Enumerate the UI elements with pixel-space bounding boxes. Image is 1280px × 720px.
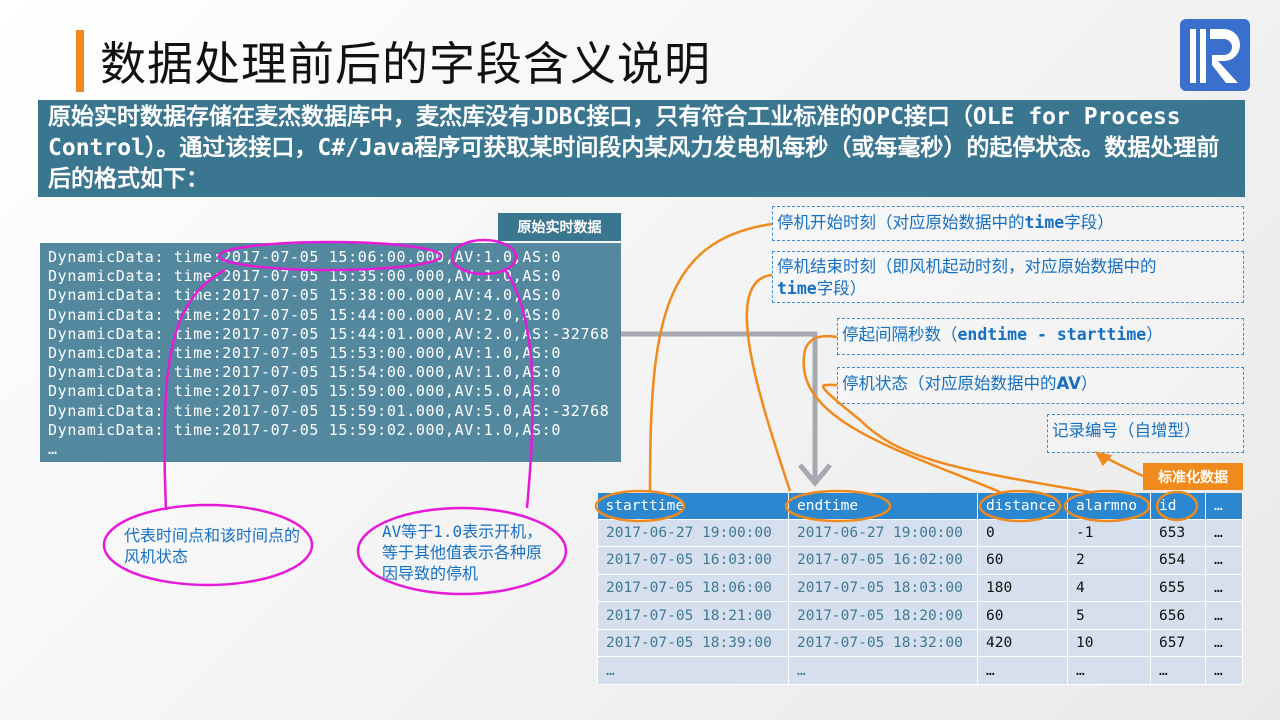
table-cell: …	[977, 656, 1068, 686]
annotation-time-bubble: 代表时间点和该时间点的风机状态	[124, 526, 301, 566]
table-cell: …	[788, 656, 978, 686]
table-cell: 2	[1067, 546, 1151, 575]
standardized-data-label: 标准化数据	[1143, 463, 1243, 490]
bubble-text: AV	[382, 522, 402, 541]
table-cell: 2017-07-05 18:39:00	[597, 628, 789, 658]
table-cell: 2017-06-27 19:00:00	[597, 518, 789, 548]
raw-data-panel: DynamicData: time:2017-07-05 15:06:00.00…	[40, 243, 621, 462]
raw-line: DynamicData: time:2017-07-05 15:53:00.00…	[48, 344, 562, 363]
col-distance: distance	[977, 493, 1068, 519]
table-cell: 420	[977, 628, 1068, 658]
table-cell: …	[1150, 656, 1206, 686]
table-row: ………………	[597, 656, 1243, 686]
table-cell: 2017-07-05 18:20:00	[788, 601, 978, 630]
table-cell: 2017-07-05 18:06:00	[597, 573, 789, 603]
table-cell: 10	[1067, 628, 1151, 658]
page-title: 数据处理前后的字段含义说明	[100, 37, 711, 91]
table-cell: 2017-07-05 18:21:00	[597, 601, 789, 630]
raw-line: DynamicData: time:2017-07-05 15:54:00.00…	[48, 363, 562, 382]
flow-arrow	[621, 331, 832, 487]
col-more: …	[1205, 493, 1243, 519]
raw-line: DynamicData: time:2017-07-05 15:59:01.00…	[48, 401, 610, 420]
bubble-text: 等于	[401, 522, 434, 541]
callout-text: 字段）	[816, 279, 867, 298]
table-cell: 2017-07-05 18:03:00	[788, 573, 978, 603]
col-endtime: endtime	[788, 493, 978, 519]
table-cell: …	[1205, 518, 1243, 548]
table-cell: 654	[1150, 546, 1206, 575]
raw-line: …	[48, 440, 58, 459]
callout-alarmno: 停机状态（对应原始数据中的AV）	[837, 367, 1244, 404]
raw-line: DynamicData: time:2017-07-05 15:44:01.00…	[48, 324, 610, 343]
table-cell: 2017-07-05 16:02:00	[788, 546, 978, 575]
raw-line: DynamicData: time:2017-07-05 15:59:02.00…	[48, 420, 562, 439]
callout-text: 停机开始时刻（对应原始数据中的	[777, 213, 1025, 232]
callout-endtime: 停机结束时刻（即风机起动时刻，对应原始数据中的 time字段）	[772, 251, 1244, 303]
table-cell: …	[1067, 656, 1151, 686]
table-cell: …	[597, 656, 789, 686]
table-header-row: starttime endtime distance alarmno id …	[597, 493, 1243, 519]
callout-code: time	[1024, 213, 1065, 232]
table-cell: 2017-07-05 18:32:00	[788, 628, 978, 658]
bubble-text: 1.0	[433, 522, 463, 541]
col-alarmno: alarmno	[1067, 493, 1151, 519]
standardized-table: starttime endtime distance alarmno id … …	[597, 493, 1243, 686]
table-cell: …	[1205, 546, 1243, 575]
callout-text: ）	[1080, 374, 1098, 393]
callout-code: endtime - starttime	[957, 325, 1147, 344]
table-cell: …	[1205, 628, 1243, 658]
table-cell: …	[1205, 573, 1243, 603]
raw-line: DynamicData: time:2017-07-05 15:35:00.00…	[48, 267, 562, 286]
raw-line: DynamicData: time:2017-07-05 15:44:00.00…	[48, 305, 562, 324]
callout-text: 停机状态（对应原始数据中的	[842, 374, 1057, 393]
table-cell: 60	[977, 546, 1068, 575]
col-id: id	[1150, 493, 1206, 519]
table-cell: …	[1205, 601, 1243, 630]
callout-id: 记录编号（自增型）	[1047, 414, 1244, 453]
table-cell: 60	[977, 601, 1068, 630]
table-cell: 655	[1150, 573, 1206, 603]
callout-text: 停机结束时刻（即风机起动时刻，对应原始数据中的	[777, 257, 1157, 276]
table-cell: 4	[1067, 573, 1151, 603]
table-cell: …	[1205, 656, 1243, 686]
callout-distance: 停起间隔秒数（endtime - starttime）	[837, 318, 1244, 355]
table-cell: 5	[1067, 601, 1151, 630]
table-cell: 2017-06-27 19:00:00	[788, 518, 978, 548]
table-cell: 180	[977, 573, 1068, 603]
callout-starttime: 停机开始时刻（对应原始数据中的time字段）	[772, 206, 1244, 241]
raw-line: DynamicData: time:2017-07-05 15:38:00.00…	[48, 286, 562, 305]
title-accent-bar	[76, 30, 84, 92]
callout-text: 停起间隔秒数（	[842, 325, 958, 344]
table-cell: 653	[1150, 518, 1206, 548]
table-cell: -1	[1067, 518, 1151, 548]
table-cell: 0	[977, 518, 1068, 548]
intro-banner: 原始实时数据存储在麦杰数据库中，麦杰库没有JDBC接口，只有符合工业标准的OPC…	[38, 100, 1245, 197]
raw-data-label: 原始实时数据	[498, 213, 621, 241]
raw-line: DynamicData: time:2017-07-05 15:06:00.00…	[48, 248, 562, 266]
logo-icon	[1180, 19, 1250, 91]
callout-text: ）	[1146, 325, 1163, 344]
table-cell: 2017-07-05 16:03:00	[597, 546, 789, 575]
col-starttime: starttime	[597, 493, 789, 519]
table-cell: 657	[1150, 628, 1206, 658]
callout-code: AV	[1056, 374, 1081, 393]
callout-code: time	[777, 279, 817, 298]
callout-text: 字段）	[1064, 213, 1114, 232]
raw-line: DynamicData: time:2017-07-05 15:59:00.00…	[48, 382, 562, 401]
table-cell: 656	[1150, 601, 1206, 630]
annotation-av-bubble: AV等于1.0表示开机，等于其他值表示各种原因导致的停机	[382, 521, 552, 584]
